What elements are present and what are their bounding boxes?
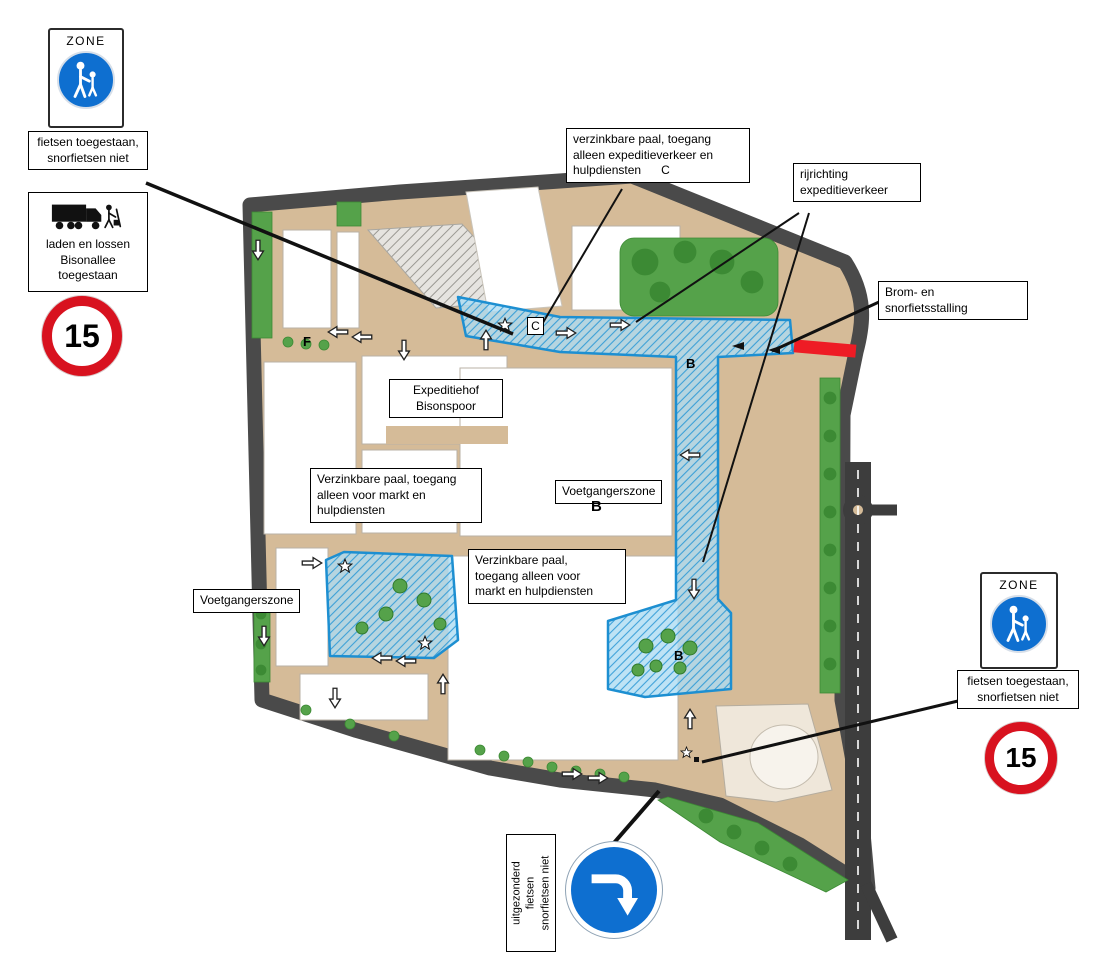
voetgangerszone-label-center: Voetgangerszone xyxy=(555,480,663,504)
voetgangerszone-center-text: Voetgangerszone xyxy=(562,484,656,498)
fietsen-note-left-line1: fietsen toegestaan, xyxy=(37,135,139,149)
verzinkbare-paal-markt-note-1: Verzinkbare paal, toegang alleen voor ma… xyxy=(310,468,482,523)
green-areas xyxy=(251,201,849,893)
laden-line1: laden en lossen xyxy=(45,237,131,251)
uitgezonderd-line2: fietsen xyxy=(524,876,537,910)
highway xyxy=(843,462,898,943)
connector-lines xyxy=(145,181,959,846)
map-letter-b-bottom: B xyxy=(674,648,684,663)
zone-sign-left-label: ZONE xyxy=(66,34,106,48)
speed-value-right: 15 xyxy=(1005,742,1037,773)
uitgezonderd-line1: uitgezonderd xyxy=(510,861,523,925)
verzinkbare-top-line2: alleen expeditieverkeer en xyxy=(573,147,714,162)
diagonal-walkway xyxy=(465,186,563,313)
brom-snorfietsstalling-note: Brom- en snorfietsstalling xyxy=(878,281,1028,321)
speed-limit-sign-left: 15 xyxy=(42,296,122,376)
fietsen-note-right-line2: snorfietsen niet xyxy=(977,689,1059,704)
brom-line1: Brom- en xyxy=(885,285,935,299)
map-letter-c: C xyxy=(527,317,544,335)
speed-value-left: 15 xyxy=(64,317,100,354)
fietsen-note-right: fietsen toegestaan, snorfietsen niet xyxy=(957,670,1079,710)
small-left-arrow xyxy=(732,342,744,350)
map-letter-c-text: C xyxy=(531,319,540,333)
verzinkbare-top-line3: hulpdiensten xyxy=(573,163,642,178)
verzinkbare-markt1-line3: hulpdiensten xyxy=(317,503,386,518)
zone-sign-right-label: ZONE xyxy=(999,578,1039,592)
map-letter-b-top: B xyxy=(686,356,696,371)
laden-line3: toegestaan xyxy=(58,268,118,283)
zone-sign-left: ZONE xyxy=(48,28,124,128)
verzinkbare-markt1-line1: Verzinkbare paal, toegang xyxy=(317,472,457,486)
zone-sign-right: ZONE xyxy=(980,572,1058,669)
expeditiehof-apron xyxy=(386,426,508,444)
verzinkbare-top-marker-c: C xyxy=(661,163,670,178)
uitgezonderd-line3: snorfietsen niet xyxy=(539,855,552,931)
handtruck-person-icon xyxy=(104,204,122,229)
pedestrian-zones xyxy=(324,295,795,699)
expeditiehof-label: Expeditiehof Bisonspoor xyxy=(389,379,503,419)
verzinkbare-paal-markt-note-2: Verzinkbare paal, toegang alleen voor ma… xyxy=(468,549,626,604)
map-letter-b-mid: B xyxy=(591,498,602,515)
rijrichting-line2: expeditieverkeer xyxy=(800,182,889,197)
verzinkbare-markt1-line2: alleen voor markt en xyxy=(317,487,426,502)
verzinkbare-markt2-line1: Verzinkbare paal, xyxy=(475,553,568,567)
mandatory-turn-sign xyxy=(565,841,663,939)
speed-limit-sign-right: 15 xyxy=(985,722,1057,794)
rijrichting-note: rijrichting expeditieverkeer xyxy=(793,163,921,203)
pedestrian-zone-icon xyxy=(57,51,115,109)
voetgangerszone-label-left: Voetgangerszone xyxy=(193,589,301,613)
verzinkbare-paal-expeditie-note: verzinkbare paal, toegang alleen expedit… xyxy=(566,128,750,183)
bollard-marker xyxy=(694,757,699,762)
brom-line2: snorfietsstalling xyxy=(885,300,968,315)
verzinkbare-markt2-line3: markt en hulpdiensten xyxy=(475,584,594,599)
pedestrian-zone-main xyxy=(456,295,795,699)
fietsen-note-left-line2: snorfietsen niet xyxy=(47,150,129,165)
turn-right-arrow-icon xyxy=(571,847,657,933)
expeditiehof-line2: Bisonspoor xyxy=(415,398,477,413)
rijrichting-line1: rijrichting xyxy=(800,167,849,181)
laden-lossen-note: laden en lossen Bisonallee toegestaan xyxy=(28,192,148,292)
expeditiehof-line1: Expeditiehof xyxy=(412,383,480,397)
fietsen-note-left: fietsen toegestaan, snorfietsen niet xyxy=(28,131,148,171)
voetgangerszone-left-text: Voetgangerszone xyxy=(200,593,294,607)
pedestrian-zone-icon-right xyxy=(990,595,1048,653)
uitgezonderd-note: uitgezonderd fietsen snorfietsen niet xyxy=(506,834,556,952)
fietsen-note-right-line1: fietsen toegestaan, xyxy=(967,674,1069,688)
moped-parking-marker xyxy=(793,339,857,358)
bollard-stars xyxy=(337,317,699,762)
verzinkbare-markt2-line2: toegang alleen voor xyxy=(475,568,581,583)
laden-line2: Bisonallee xyxy=(60,252,116,267)
verzinkbare-top-line1: verzinkbare paal, toegang xyxy=(573,132,712,146)
zone-trees xyxy=(355,578,698,677)
map-letter-f: F xyxy=(303,334,311,349)
truck-icon xyxy=(51,204,122,230)
